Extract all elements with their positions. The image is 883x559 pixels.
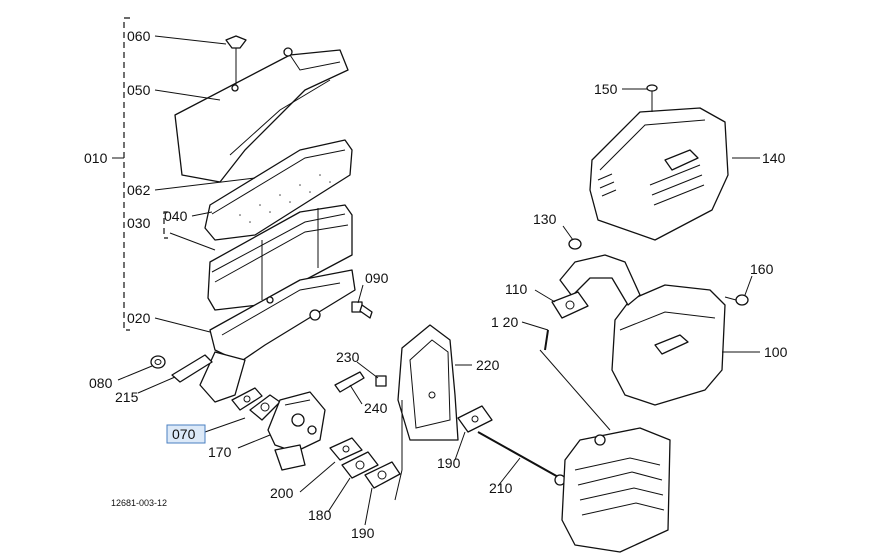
label-070[interactable]: 070 — [172, 426, 196, 442]
label-090[interactable]: 090 — [365, 270, 389, 286]
cylinder-head — [561, 427, 671, 553]
label-200[interactable]: 200 — [270, 485, 294, 501]
label-150[interactable]: 150 — [594, 81, 618, 97]
exhaust-gasket-110 — [551, 291, 589, 319]
label-160[interactable]: 160 — [750, 261, 774, 277]
label-230[interactable]: 230 — [336, 349, 360, 365]
label-140[interactable]: 140 — [762, 150, 786, 166]
gasket-200 — [329, 437, 363, 461]
label-190-right[interactable]: 190 — [437, 455, 461, 471]
exhaust-pipe — [559, 254, 641, 306]
insulator-180 — [341, 451, 379, 479]
label-080[interactable]: 080 — [89, 375, 113, 391]
label-110[interactable]: 110 — [505, 281, 528, 297]
spacer-215 — [171, 354, 213, 383]
heat-shield-220 — [397, 324, 459, 441]
gasket-190-upper — [231, 387, 263, 411]
label-120[interactable]: 1 20 — [491, 314, 518, 330]
label-062[interactable]: 062 — [127, 182, 151, 198]
label-170[interactable]: 170 — [208, 444, 232, 460]
assembly-bracket-010 — [112, 17, 168, 331]
label-210[interactable]: 210 — [489, 480, 513, 496]
pre-filter-040 — [204, 139, 353, 241]
nut-130 — [568, 238, 582, 250]
part-labels: 010 020 030 040 050 060 062 070 080 090 … — [84, 28, 788, 541]
carburetor-070 — [267, 391, 326, 471]
air-cleaner-base-020 — [199, 269, 356, 403]
nut-080 — [150, 355, 166, 369]
stud-bolt-210 — [477, 431, 566, 486]
label-060[interactable]: 060 — [127, 28, 151, 44]
label-180[interactable]: 180 — [308, 507, 332, 523]
screw-150 — [646, 84, 658, 112]
label-010[interactable]: 010 — [84, 150, 108, 166]
pipe-240 — [334, 371, 365, 393]
label-190-lower[interactable]: 190 — [351, 525, 375, 541]
label-100[interactable]: 100 — [764, 344, 788, 360]
muffler-100 — [611, 284, 726, 406]
muffler-cover-140 — [589, 107, 729, 241]
label-240[interactable]: 240 — [364, 400, 388, 416]
air-cleaner-cover-050 — [174, 47, 349, 183]
label-040[interactable]: 040 — [164, 208, 188, 224]
gasket-190-right — [457, 405, 493, 433]
gasket-190-lower — [364, 461, 401, 489]
collar-230 — [375, 375, 387, 387]
bolt-090 — [351, 301, 373, 319]
label-020[interactable]: 020 — [127, 310, 151, 326]
label-030[interactable]: 030 — [127, 215, 151, 231]
filter-texture — [239, 174, 331, 223]
bolt-160 — [724, 294, 749, 306]
label-220[interactable]: 220 — [476, 357, 500, 373]
highlight-box-070 — [166, 424, 206, 444]
leader-lines — [117, 35, 760, 526]
air-filter-element-030 — [207, 204, 353, 311]
label-130[interactable]: 130 — [533, 211, 557, 227]
label-215[interactable]: 215 — [115, 389, 139, 405]
stud-120 — [544, 329, 549, 351]
diagram-code: 12681-003-12 — [111, 498, 167, 508]
wing-nut-060 — [225, 35, 247, 85]
label-050[interactable]: 050 — [127, 82, 151, 98]
